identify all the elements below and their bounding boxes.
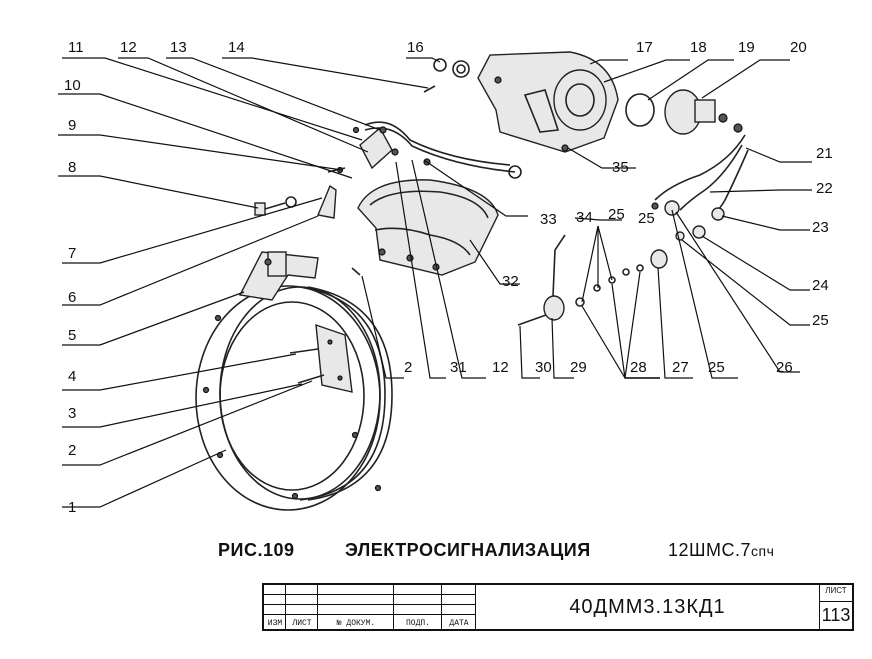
figure-code: 12ШМС.7спч bbox=[668, 540, 774, 561]
title-block-label: ДАТА bbox=[449, 619, 469, 628]
callout: 23 bbox=[812, 219, 829, 236]
callout: 12 bbox=[492, 359, 509, 376]
small-bracket-part bbox=[317, 184, 337, 219]
callout: 1 bbox=[68, 499, 76, 516]
title-block-label: ПОДП. bbox=[405, 619, 430, 628]
callout: 9 bbox=[68, 117, 76, 134]
callout: 22 bbox=[816, 180, 833, 197]
callout: 32 bbox=[502, 273, 519, 290]
callout: 25 bbox=[608, 206, 625, 223]
title-block-cell: ПОДП. bbox=[394, 585, 442, 629]
nut-washer-part bbox=[433, 58, 470, 78]
title-block-cell: ЛИСТ bbox=[286, 585, 318, 629]
callout: 7 bbox=[68, 245, 76, 262]
callout: 2 bbox=[404, 359, 412, 376]
callout: 2 bbox=[68, 442, 76, 459]
figure-code-main: 12ШМС.7 bbox=[668, 540, 752, 560]
callout: 10 bbox=[64, 77, 81, 94]
screw-part bbox=[423, 85, 436, 93]
figure-number: РИС.109 bbox=[218, 540, 295, 560]
callout: 6 bbox=[68, 289, 76, 306]
small-washer-parts bbox=[575, 249, 668, 307]
callout: 3 bbox=[68, 405, 76, 422]
callout: 11 bbox=[68, 39, 84, 56]
figure-title: ЭЛЕКТРОСИГНАЛИЗАЦИЯ bbox=[345, 540, 591, 560]
callout: 19 bbox=[738, 39, 755, 56]
callout: 8 bbox=[68, 159, 76, 176]
callout: 34 bbox=[576, 209, 593, 226]
callout: 14 bbox=[228, 39, 245, 56]
title-block-label: ЛИСТ bbox=[292, 619, 312, 628]
title-block-cell: ИЗМ bbox=[264, 585, 286, 629]
callout: 5 bbox=[68, 327, 76, 344]
bolt-part bbox=[254, 196, 297, 216]
callout: 4 bbox=[68, 368, 76, 385]
callout: 25 bbox=[708, 359, 725, 376]
callout: 21 bbox=[816, 145, 833, 162]
gasket-part bbox=[625, 93, 655, 127]
callout: 20 bbox=[790, 39, 807, 56]
title-block-cell: ДАТА bbox=[442, 585, 476, 629]
mounting-plate-part bbox=[289, 323, 353, 393]
callout: 31 bbox=[450, 359, 467, 376]
callout: 28 bbox=[630, 359, 647, 376]
sheet-number: 113 bbox=[820, 601, 852, 627]
callout: 35 bbox=[612, 159, 629, 176]
callout: 17 bbox=[636, 39, 653, 56]
callout-numbers: 1 2 3 4 5 6 7 8 9 10 11 12 13 14 16 17 1… bbox=[64, 39, 833, 516]
title-block-row bbox=[264, 594, 475, 595]
switch-part bbox=[664, 89, 743, 135]
callout: 26 bbox=[776, 359, 793, 376]
callout: 18 bbox=[690, 39, 707, 56]
mechanism-housing-part bbox=[477, 51, 619, 153]
ring-housing-part bbox=[195, 285, 393, 511]
figure-code-suffix: спч bbox=[751, 543, 775, 559]
sheet-label: ЛИСТ bbox=[825, 586, 847, 595]
callout: 13 bbox=[170, 39, 187, 56]
callout: 25 bbox=[812, 312, 829, 329]
title-block-cell: № ДОКУМ. bbox=[318, 585, 394, 629]
bracket-part bbox=[238, 251, 319, 301]
callout: 25 bbox=[638, 210, 655, 227]
callout: 24 bbox=[812, 277, 829, 294]
callout: 16 bbox=[407, 39, 424, 56]
callout: 29 bbox=[570, 359, 587, 376]
sensor-part bbox=[517, 234, 566, 326]
title-block-row bbox=[264, 604, 475, 605]
callout: 33 bbox=[540, 211, 557, 228]
sheet-box: ЛИСТ 113 bbox=[820, 585, 852, 629]
callout: 12 bbox=[120, 39, 137, 56]
wire-harness-part bbox=[327, 121, 522, 179]
leader-lines bbox=[58, 57, 812, 508]
title-block-label: ИЗМ bbox=[267, 619, 283, 628]
screw-part-2 bbox=[351, 267, 361, 276]
title-block-label: № ДОКУМ. bbox=[336, 619, 376, 628]
document-number: 40ДММ3.13КД1 bbox=[476, 585, 820, 629]
title-block-row bbox=[264, 614, 475, 615]
callout: 30 bbox=[535, 359, 552, 376]
title-block: ИЗМ ЛИСТ № ДОКУМ. ПОДП. ДАТА 40ДММ3.13КД… bbox=[262, 583, 854, 631]
callout: 27 bbox=[672, 359, 689, 376]
connector-parts bbox=[651, 200, 725, 241]
